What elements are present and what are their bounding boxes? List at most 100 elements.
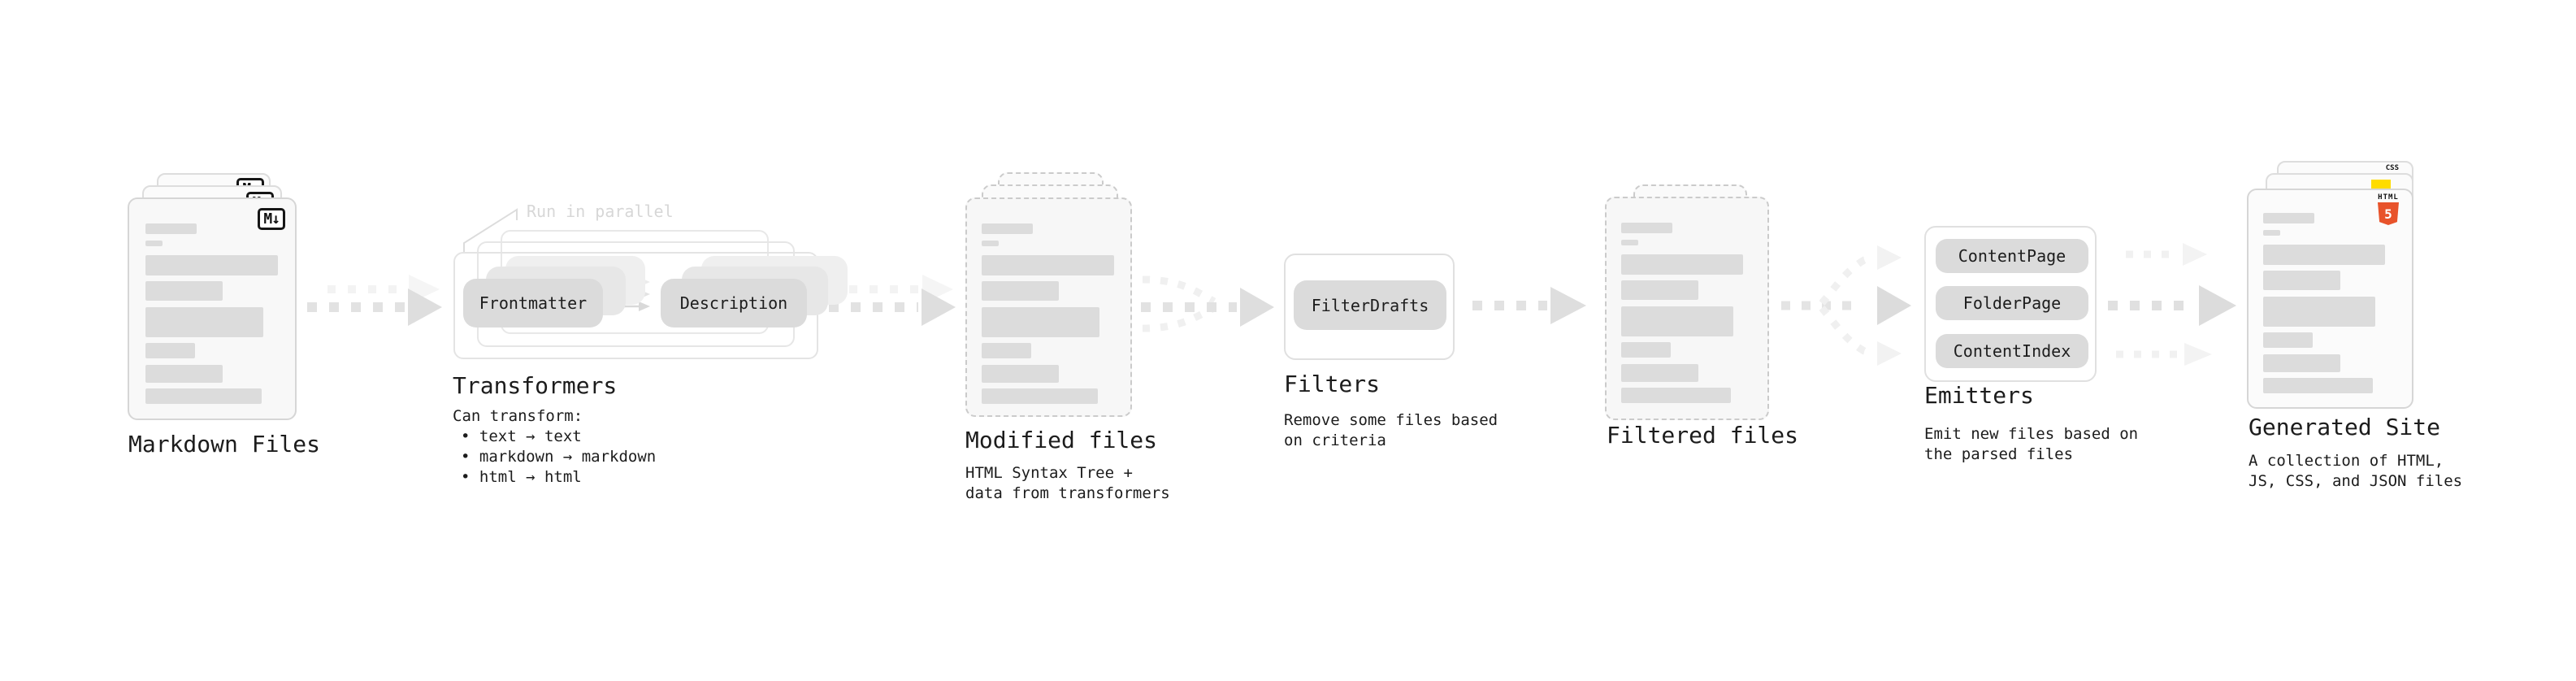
stage-title-generated-site: Generated Site (2249, 414, 2441, 440)
placeholder-bar (1621, 306, 1733, 336)
arrowhead-icon (2184, 343, 2212, 366)
placeholder-bar (145, 255, 278, 275)
filters-description: Remove some files based on criteria (1284, 410, 1498, 451)
contentindex-pill: ContentIndex (1936, 334, 2088, 368)
generated-description: A collection of HTML, JS, CSS, and JSON … (2249, 451, 2462, 492)
placeholder-bar (1621, 388, 1731, 403)
stage-title-modified-files: Modified files (965, 427, 1158, 453)
generated-description-line: A collection of HTML, (2249, 452, 2444, 470)
placeholder-bar (2263, 230, 2280, 236)
placeholder-bar (982, 223, 1033, 234)
merge-curve-top (1142, 275, 1216, 305)
arrows-emitters-to-generated (2108, 243, 2236, 366)
placeholder-bar (2263, 245, 2385, 265)
stage-title-filtered-files: Filtered files (1607, 422, 1799, 449)
doc-placeholder-bars (145, 223, 278, 404)
placeholder-bar (145, 241, 163, 246)
folderpage-pill: FolderPage (1936, 286, 2088, 320)
transform-bullet: • text → text (461, 427, 582, 445)
placeholder-bar (982, 343, 1031, 358)
stage-title-filters: Filters (1284, 371, 1381, 397)
arrow-filters-to-filtered (1472, 287, 1586, 324)
css-label: CSS (2385, 164, 2399, 172)
generated-file-card: HTML 5 (2247, 189, 2413, 409)
js-file-icon (2371, 180, 2391, 190)
placeholder-bar (145, 281, 223, 301)
arrow-transformers-to-modified (829, 275, 956, 326)
html5-shield: 5 (2378, 202, 2399, 225)
mini-arrowhead-icon (639, 301, 650, 311)
arrow-modified-to-filters-merge (1141, 275, 1274, 332)
modified-description-line: HTML Syntax Tree + (965, 464, 1133, 482)
placeholder-bar (145, 223, 197, 234)
doc-placeholder-bars (982, 223, 1114, 404)
placeholder-bar (145, 343, 195, 358)
filtered-file-card (1605, 197, 1769, 420)
arrowhead-icon (1877, 245, 1902, 270)
placeholder-bar (982, 255, 1114, 275)
stage-title-emitters: Emitters (1924, 382, 2034, 409)
arrowhead-icon (1550, 287, 1586, 324)
modified-description: HTML Syntax Tree + data from transformer… (965, 463, 1170, 504)
arrowhead-icon (2199, 285, 2236, 326)
placeholder-bar (1621, 364, 1698, 382)
arrowhead-icon (1877, 286, 1911, 325)
html5-number: 5 (2384, 206, 2392, 222)
arrow-filtered-to-emitters-fanout (1781, 245, 1911, 366)
arrowhead-icon (922, 288, 956, 326)
placeholder-bar (1621, 280, 1698, 300)
arrowhead-icon (1877, 341, 1902, 366)
doc-placeholder-bars (2263, 213, 2385, 393)
markdown-file-card: M↓ (128, 197, 297, 420)
markdown-icon: M↓ (258, 208, 285, 230)
placeholder-bar (145, 388, 262, 404)
placeholder-bar (2263, 213, 2314, 223)
transform-bullet: • markdown → markdown (461, 448, 657, 466)
emitters-description: Emit new files based on the parsed files (1924, 424, 2138, 465)
stage-title-markdown-files: Markdown Files (128, 431, 321, 458)
placeholder-bar (1621, 223, 1672, 233)
contentpage-pill: ContentPage (1936, 239, 2088, 273)
filters-card: FilterDrafts (1284, 254, 1455, 360)
placeholder-bar (1621, 342, 1671, 358)
run-in-parallel-leader-line (463, 208, 518, 254)
stage-title-transformers: Transformers (453, 372, 618, 399)
placeholder-bar (2263, 332, 2313, 348)
frontmatter-pill: Frontmatter (463, 279, 603, 327)
description-pill: Description (661, 279, 807, 327)
placeholder-bar (982, 241, 999, 246)
fan-curve-top (1819, 254, 1876, 306)
transform-bullet: • html → html (461, 468, 582, 486)
transformers-description: Can transform: • text → text • markdown … (453, 406, 656, 488)
filters-description-line: on criteria (1284, 432, 1386, 449)
placeholder-bar (2263, 297, 2375, 327)
html5-icon: HTML 5 (2370, 193, 2407, 225)
placeholder-bar (982, 307, 1099, 337)
emitters-card: ContentPage FolderPage ContentIndex (1924, 226, 2097, 382)
emitters-description-line: Emit new files based on (1924, 425, 2139, 443)
placeholder-bar (982, 281, 1059, 301)
emitters-description-line: the parsed files (1924, 445, 2074, 463)
doc-placeholder-bars (1621, 223, 1743, 403)
generated-description-line: JS, CSS, and JSON files (2249, 472, 2463, 490)
arrowhead-icon (1240, 288, 1274, 327)
placeholder-bar (2263, 271, 2340, 290)
html5-word: HTML (2378, 193, 2399, 202)
placeholder-bar (982, 365, 1059, 383)
placeholder-bar (1621, 240, 1638, 245)
filters-description-line: Remove some files based (1284, 411, 1498, 429)
placeholder-bar (2263, 354, 2340, 372)
placeholder-bar (145, 307, 263, 337)
arrowhead-icon (2183, 243, 2207, 266)
placeholder-bar (982, 388, 1098, 404)
placeholder-bar (2263, 378, 2373, 393)
merge-curve-bottom (1142, 304, 1216, 332)
modified-file-card (965, 197, 1132, 417)
fan-curve-bottom (1819, 306, 1876, 358)
placeholder-bar (1621, 254, 1743, 275)
filterdrafts-pill: FilterDrafts (1294, 280, 1446, 330)
transformers-intro: Can transform: (453, 407, 583, 425)
placeholder-bar (145, 365, 223, 383)
